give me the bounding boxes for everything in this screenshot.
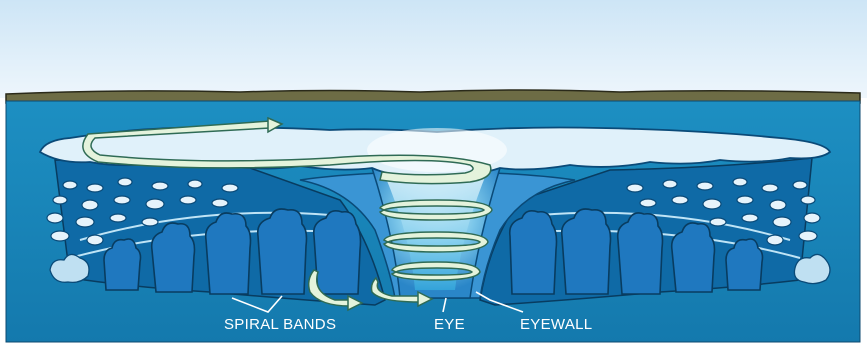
sky: [0, 0, 867, 98]
label-eyewall: EYEWALL: [520, 316, 592, 333]
label-eye: EYE: [434, 316, 465, 333]
label-spiral-bands: SPIRAL BANDS: [224, 316, 336, 333]
